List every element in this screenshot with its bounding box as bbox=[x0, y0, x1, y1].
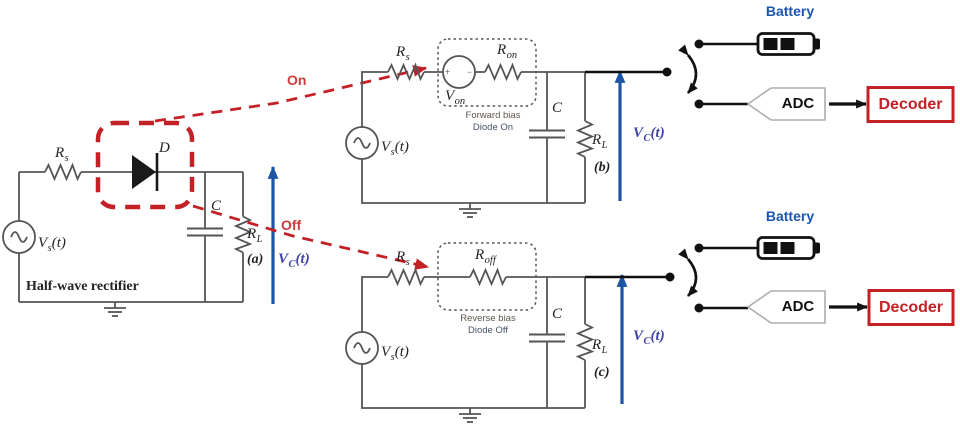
half-wave-rectifier-circuit bbox=[2, 164, 251, 317]
resistor-roff-icon bbox=[469, 269, 507, 285]
off-callout-arrow bbox=[192, 204, 430, 270]
label-rl-b: RL bbox=[592, 132, 608, 151]
label-panel-c: (c) bbox=[594, 365, 610, 380]
label-rs-a: Rs bbox=[55, 145, 69, 164]
label-rs-b: Rs bbox=[396, 44, 410, 63]
off-label: Off bbox=[281, 217, 302, 233]
adc-block bbox=[746, 87, 826, 121]
toggle-double-arrow-icon bbox=[678, 44, 698, 94]
label-rl-c: RL bbox=[592, 337, 608, 356]
earth-ground-icon bbox=[103, 301, 127, 317]
battery-label-top: Battery bbox=[765, 3, 815, 19]
label-roff: Roff bbox=[475, 247, 496, 266]
switch-pole-node bbox=[665, 272, 675, 282]
battery-icon bbox=[756, 236, 820, 260]
switch-contact-battery bbox=[694, 243, 704, 253]
forward-bias-circuit bbox=[345, 38, 593, 218]
ac-source-icon bbox=[345, 126, 379, 160]
von-plus-sign: + bbox=[445, 67, 451, 77]
resistor-rs-icon bbox=[387, 269, 425, 285]
capacitor-icon bbox=[528, 333, 566, 343]
label-vc-a: VC(t) bbox=[278, 251, 310, 270]
label-vs-c: Vs(t) bbox=[381, 344, 409, 363]
label-von: Von bbox=[445, 88, 466, 107]
diode-icon bbox=[132, 153, 159, 191]
battery-icon bbox=[756, 32, 820, 56]
circuit-a-caption: Half-wave rectifier bbox=[26, 279, 139, 294]
reverse-bias-circuit bbox=[345, 242, 593, 423]
label-vs-b: Vs(t) bbox=[381, 139, 409, 158]
label-panel-b: (b) bbox=[594, 160, 611, 175]
resistor-rs-icon bbox=[44, 164, 82, 180]
label-cap-a: C bbox=[211, 198, 222, 214]
decoder-box bbox=[867, 289, 955, 326]
resistor-rl-icon bbox=[577, 120, 593, 158]
decoder-box bbox=[866, 86, 955, 123]
von-source-icon bbox=[442, 55, 476, 89]
diode-off-model-box bbox=[437, 242, 537, 311]
decoder-label-bottom: Decoder bbox=[878, 299, 944, 316]
resistor-rl-icon bbox=[577, 323, 593, 361]
earth-ground-icon bbox=[458, 202, 482, 218]
toggle-double-arrow-icon bbox=[678, 248, 698, 297]
label-diode: D bbox=[159, 140, 170, 156]
diode-on-model-box bbox=[437, 38, 537, 107]
label-rl-a: RL bbox=[247, 226, 263, 245]
label-vc-b: VC(t) bbox=[633, 125, 665, 144]
capacitor-icon bbox=[186, 227, 224, 237]
ac-source-icon bbox=[2, 220, 36, 254]
label-cap-c: C bbox=[552, 306, 563, 322]
switch-contact-battery bbox=[694, 39, 704, 49]
label-rs-c: Rs bbox=[396, 249, 410, 268]
decoder-label-top: Decoder bbox=[878, 96, 943, 113]
resistor-rs-icon bbox=[387, 64, 425, 80]
switch-pole-node bbox=[662, 67, 672, 77]
label-vc-c: VC(t) bbox=[633, 328, 665, 347]
label-panel-a: (a) bbox=[247, 252, 264, 267]
on-label: On bbox=[287, 72, 307, 88]
adc-label-top: ADC bbox=[781, 95, 815, 112]
adc-block bbox=[746, 290, 826, 324]
top-output-chain bbox=[585, 32, 955, 123]
label-ron: Ron bbox=[497, 42, 518, 61]
on-callout-arrow bbox=[154, 65, 428, 123]
switch-contact-adc bbox=[694, 99, 704, 109]
label-vs-a: Vs(t) bbox=[38, 235, 66, 254]
von-minus-sign: − bbox=[467, 67, 473, 77]
bottom-output-chain bbox=[585, 236, 955, 326]
adc-label-bottom: ADC bbox=[781, 298, 815, 315]
earth-ground-icon bbox=[458, 407, 482, 423]
ac-source-icon bbox=[345, 331, 379, 365]
switch-contact-adc bbox=[694, 303, 704, 313]
battery-label-bottom: Battery bbox=[765, 208, 815, 224]
label-cap-b: C bbox=[552, 100, 563, 116]
resistor-ron-icon bbox=[484, 64, 522, 80]
diode-highlight-box bbox=[95, 120, 195, 210]
